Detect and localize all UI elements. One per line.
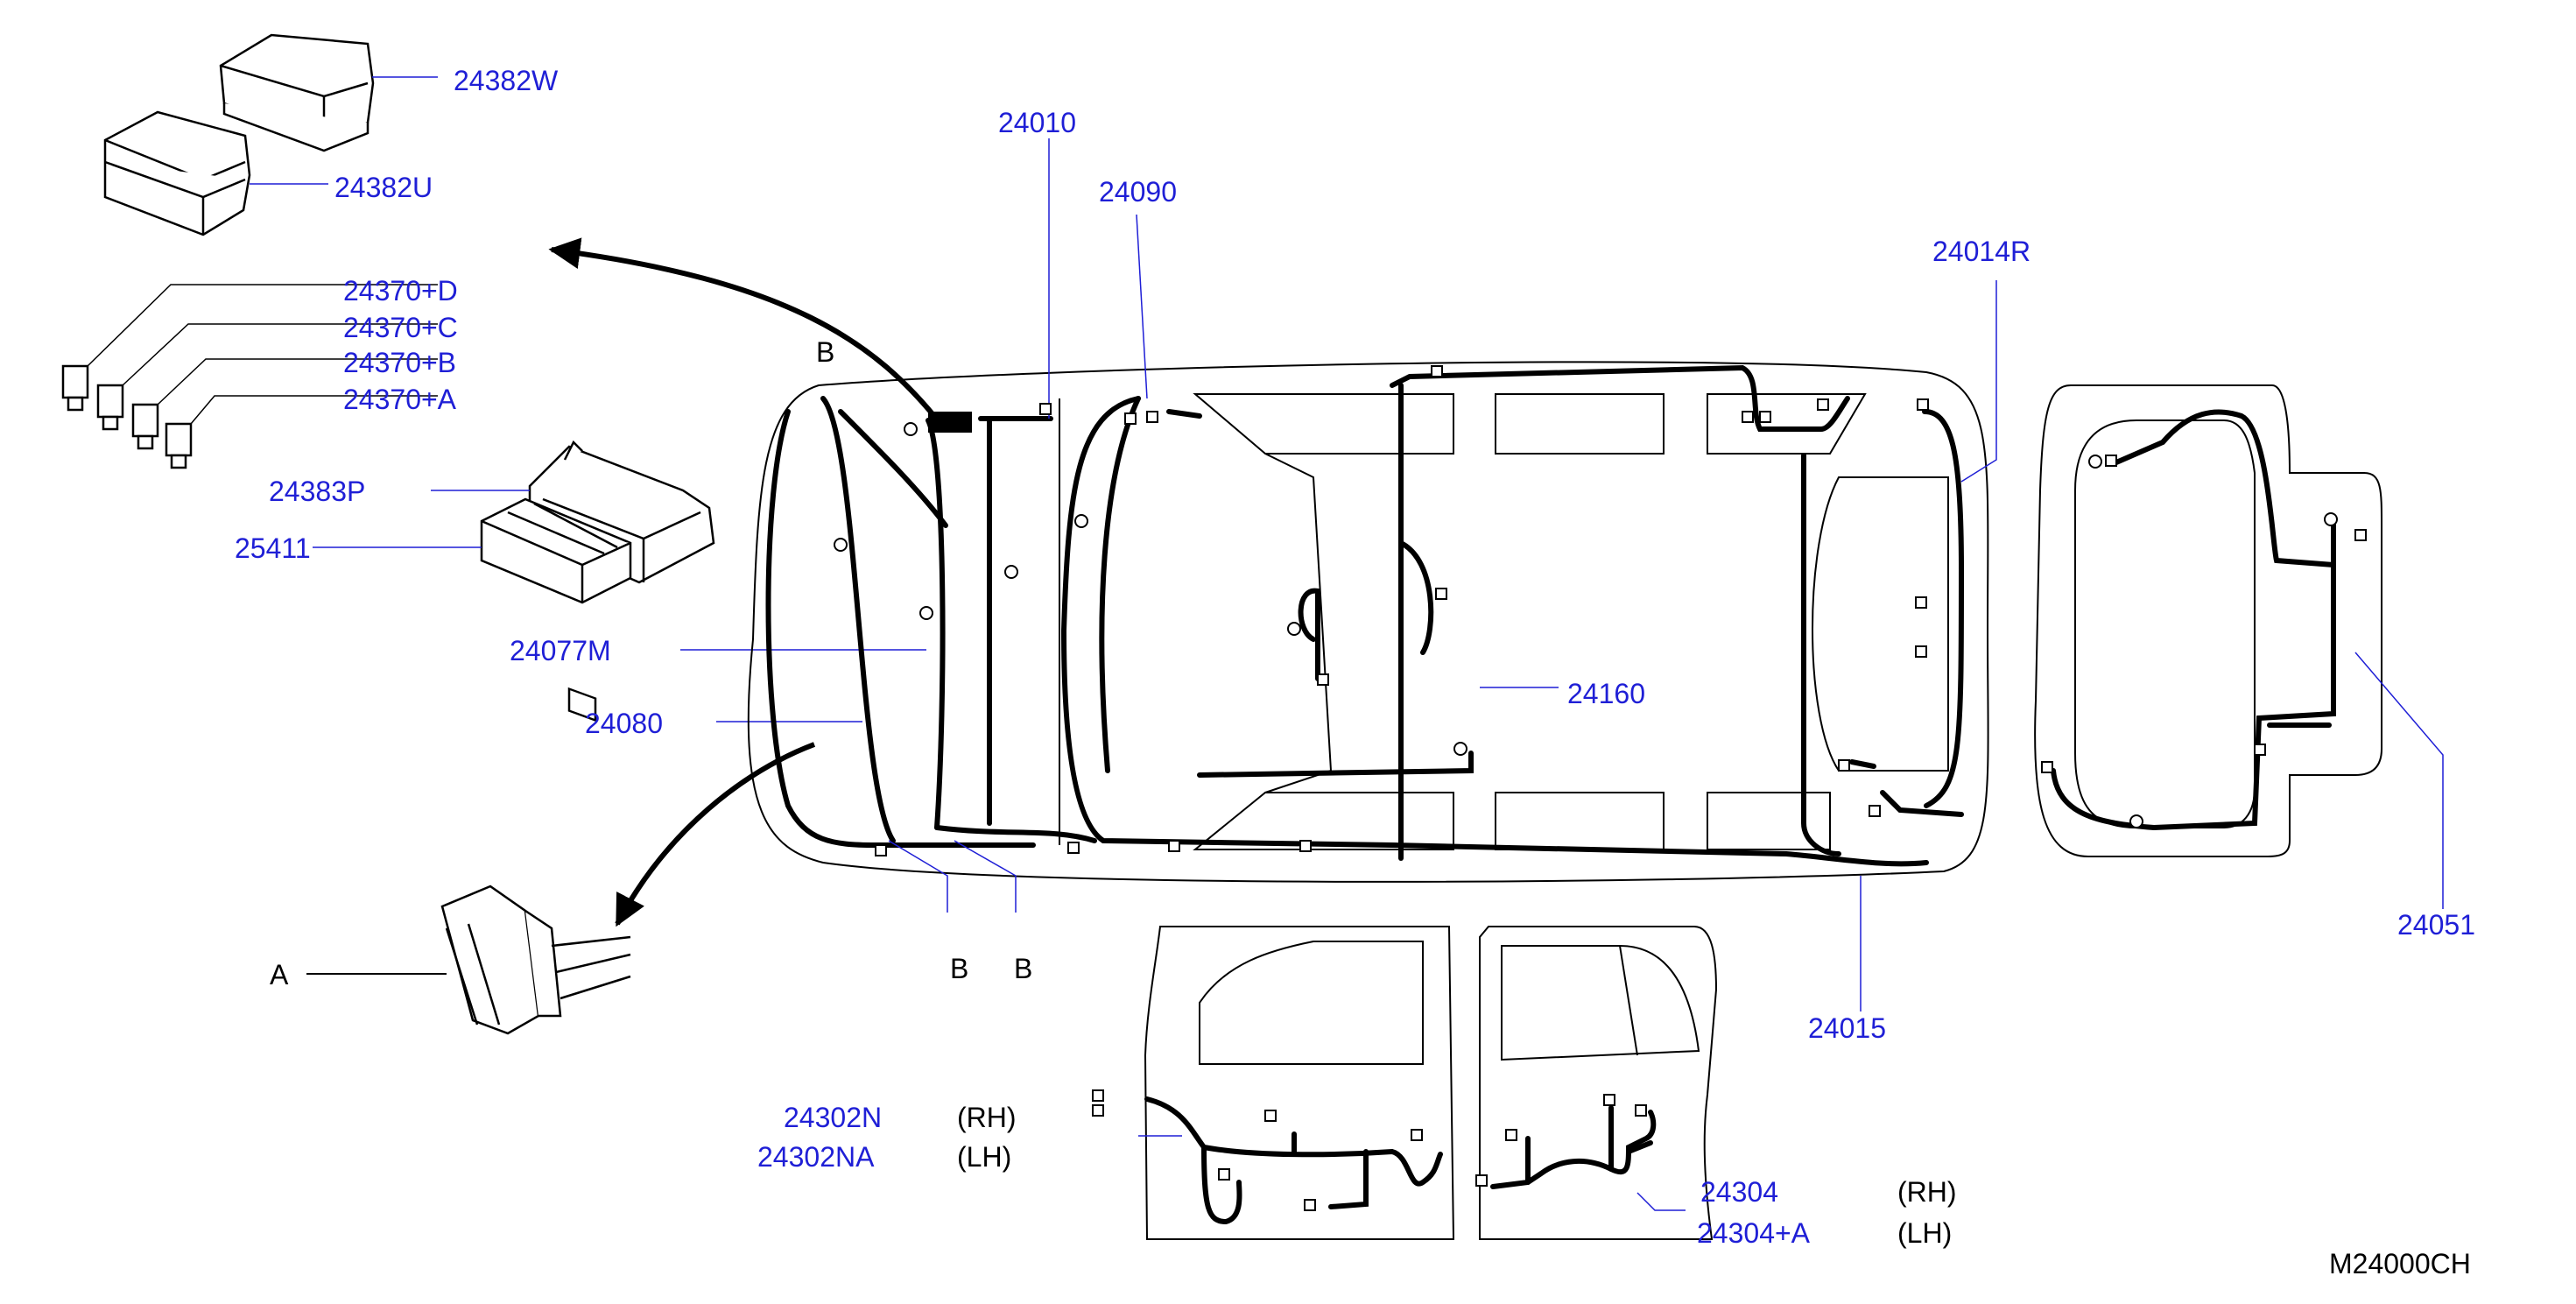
part-label-24382w: 24382W: [454, 65, 559, 96]
relay-set-24370: [61, 284, 438, 469]
part-label-24015: 24015: [1808, 1012, 1886, 1044]
ref-b-bottom-left: B: [950, 953, 969, 984]
part-label-25411: 25411: [235, 532, 311, 564]
part-label-24077m: 24077M: [510, 635, 611, 666]
fuse-relay-block-on-harness: [928, 412, 972, 433]
drawing-code: M24000CH: [2329, 1248, 2471, 1279]
ref-b-bottom-right: B: [1014, 953, 1033, 984]
part-label-24160: 24160: [1567, 678, 1645, 709]
part-label-24051: 24051: [2397, 909, 2475, 941]
leader-lines-left: [250, 76, 926, 722]
main-harness-24090: [1060, 364, 1929, 867]
part-label-24014r: 24014R: [1932, 236, 2031, 267]
ref-b-top: B: [816, 336, 835, 368]
qualifier-rh-rear: (RH): [1897, 1176, 1957, 1208]
main-harness-24010: [765, 396, 1097, 848]
rear-door-harness-24304: [1490, 1105, 1657, 1189]
part-label-24302na: 24302NA: [757, 1141, 875, 1173]
part-label-24304: 24304: [1700, 1176, 1778, 1208]
relay-box-cover-24382w: [219, 33, 375, 152]
rear-door-outline: [1479, 926, 1718, 1240]
harness-grommets: [834, 422, 2338, 828]
part-label-24302n: 24302N: [784, 1102, 883, 1133]
qualifier-lh-front: (LH): [957, 1141, 1012, 1173]
rear-harness-24014r: [1849, 409, 1965, 817]
part-label-24382u: 24382U: [334, 172, 433, 203]
part-label-24010: 24010: [998, 107, 1076, 138]
front-door-outline: [1144, 926, 1455, 1240]
arrow-to-relay-box: [548, 237, 944, 426]
ref-a: A: [270, 959, 289, 990]
part-label-24304a: 24304+A: [1697, 1217, 1811, 1249]
qualifier-rh-front: (RH): [957, 1102, 1017, 1133]
part-label-24090: 24090: [1099, 176, 1177, 208]
harness-connectors: [875, 365, 2367, 1211]
part-label-24370b: 24370+B: [343, 347, 457, 378]
fuse-holder-25411: [480, 497, 632, 604]
part-label-24370d: 24370+D: [343, 275, 458, 307]
part-label-24383p: 24383P: [269, 476, 366, 507]
leader-lines-center: [888, 138, 2444, 1211]
relay-box-cover-24382u: [103, 110, 251, 236]
part-label-24080: 24080: [585, 708, 663, 739]
front-door-harness-24302n: [1144, 1096, 1443, 1225]
connector-a: [440, 885, 631, 1035]
arrow-to-connector-a: [615, 742, 816, 927]
qualifier-lh-rear: (LH): [1897, 1217, 1953, 1249]
tailgate-24051: [2034, 384, 2382, 857]
tailgate-harness: [2051, 409, 2336, 831]
part-label-24370a: 24370+A: [343, 384, 457, 415]
part-label-24370c: 24370+C: [343, 312, 458, 343]
